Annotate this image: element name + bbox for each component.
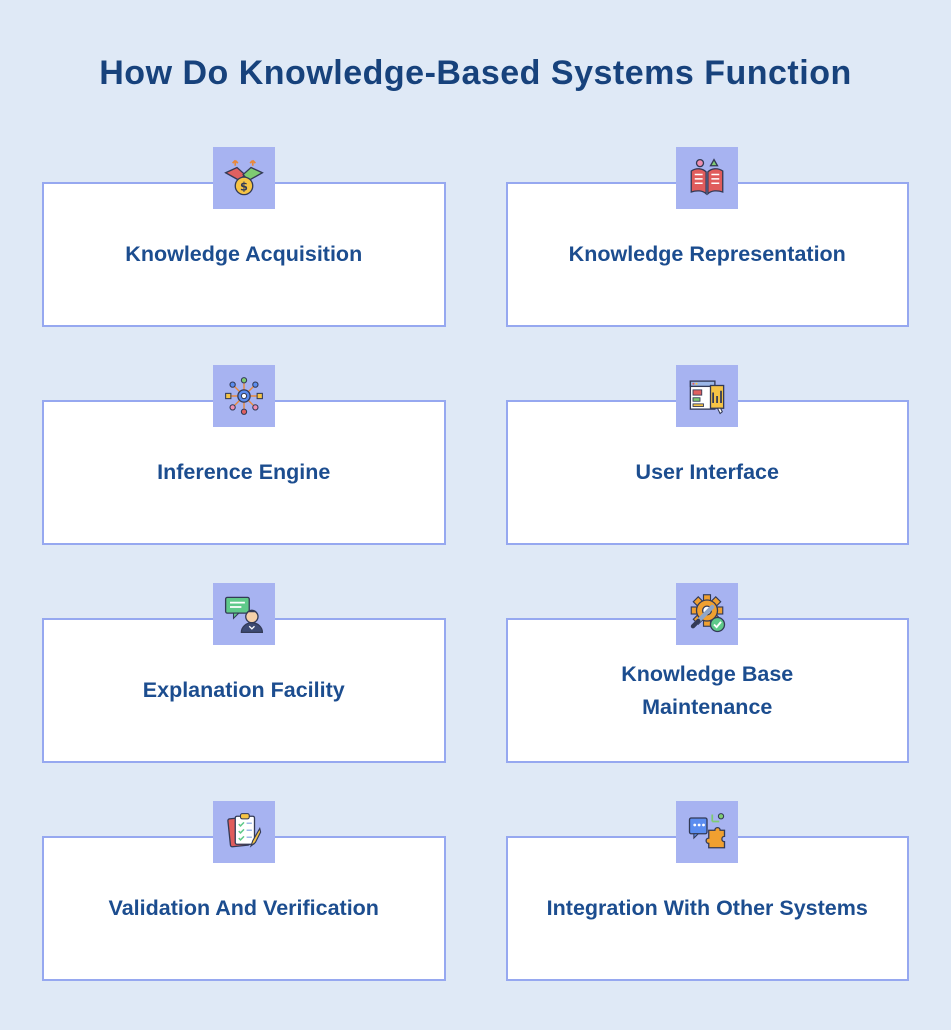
card-box: Integration With Other Systems xyxy=(505,836,909,981)
gear-wrench-icon xyxy=(676,583,739,645)
interface-window-icon xyxy=(676,365,739,427)
person-speech-bubble-icon xyxy=(212,583,275,645)
puzzle-chat-icon xyxy=(676,801,739,863)
page-title: How Do Knowledge-Based Systems Function xyxy=(99,54,852,92)
card-validation-and-verification: Validation And Verification xyxy=(42,801,446,981)
card-user-interface: User Interface xyxy=(505,365,909,545)
card-label: Knowledge Acquisition xyxy=(125,242,363,267)
network-hub-icon xyxy=(212,365,275,427)
card-knowledge-acquisition: $ Knowledge Acquisition xyxy=(42,147,446,327)
card-label: Knowledge Representation xyxy=(568,242,846,267)
card-label: Integration With Other Systems xyxy=(546,896,868,921)
card-knowledge-base-maintenance: Knowledge Base Maintenance xyxy=(505,583,909,763)
card-explanation-facility: Explanation Facility xyxy=(42,583,446,763)
cards-grid: $ Knowledge Acquisition Knowledge Repres… xyxy=(0,147,951,981)
card-label: User Interface xyxy=(635,460,779,485)
card-label: Knowledge Base Maintenance xyxy=(621,662,794,719)
card-box: Inference Engine xyxy=(42,400,446,545)
card-inference-engine: Inference Engine xyxy=(42,365,446,545)
card-label: Explanation Facility xyxy=(142,678,345,703)
card-label: Validation And Verification xyxy=(108,896,379,921)
header: How Do Knowledge-Based Systems Function xyxy=(0,0,951,147)
card-label: Inference Engine xyxy=(157,460,331,485)
svg-text:$: $ xyxy=(240,179,248,193)
card-integration-with-other-systems: Integration With Other Systems xyxy=(505,801,909,981)
clipboard-check-icon xyxy=(212,801,275,863)
open-book-icon xyxy=(676,147,739,209)
handshake-money-icon: $ xyxy=(212,147,275,209)
card-knowledge-representation: Knowledge Representation xyxy=(505,147,909,327)
